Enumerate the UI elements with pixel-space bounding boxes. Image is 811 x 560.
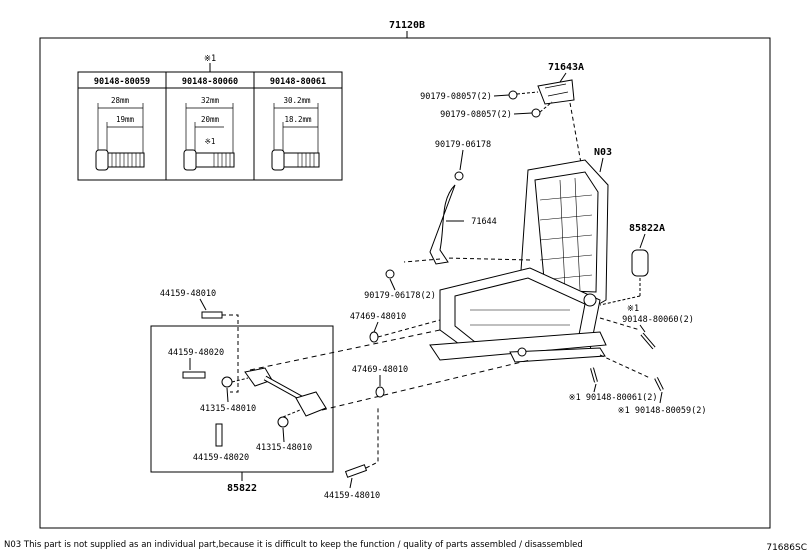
nut-41315-48010-a xyxy=(221,376,233,388)
label-44159-48020-b: 44159-48020 xyxy=(193,453,249,463)
nut-41315-48010-b xyxy=(277,416,289,428)
label-44159-48020-a: 44159-48020 xyxy=(168,348,224,358)
nut-90179-08057-a xyxy=(508,90,518,100)
label-90179-06178-2: 90179-06178(2) xyxy=(364,291,436,301)
label-90179-06178: 90179-06178 xyxy=(435,140,491,150)
label-90148-80060-2: 90148-80060(2) xyxy=(622,315,694,325)
bolt-44159-48010-bottom xyxy=(344,464,368,478)
bolt-90148-80060-drawing: 32mm 20mm ※1 xyxy=(183,96,235,171)
nut-90179-06178 xyxy=(454,171,464,181)
nut-90179-08057-b xyxy=(531,108,541,118)
table-header-90148-80061: 90148-80061 xyxy=(270,77,326,87)
headrest-support-bracket xyxy=(537,79,575,105)
label-90179-08057-b: 90179-08057(2) xyxy=(440,110,512,120)
label-90148-80060-mark: ※1 xyxy=(627,304,639,314)
footnote-N03: N03 This part is not supplied as an indi… xyxy=(4,540,583,550)
label-N03: N03 xyxy=(594,147,612,158)
bolt-44159-48020-a xyxy=(182,371,206,379)
dim-outer-30-2mm: 30.2mm xyxy=(283,96,311,105)
label-90148-80059-2: ※1 90148-80059(2) xyxy=(617,406,706,416)
fastener-spec-table: ※1 90148-80059 90148-80060 90148-80061 2… xyxy=(77,54,343,181)
label-44159-48010-bottom: 44159-48010 xyxy=(324,491,380,501)
motor-subassembly-85822 xyxy=(295,391,327,417)
nut-90179-06178-pair xyxy=(385,269,395,279)
label-47469-48010-b: 47469-48010 xyxy=(352,365,408,375)
label-41315-48010-b: 41315-48010 xyxy=(256,443,312,453)
label-47469-48010-a: 47469-48010 xyxy=(350,312,406,322)
table-header-90148-80059: 90148-80059 xyxy=(94,77,150,87)
dim-inner-20mm: 20mm xyxy=(201,115,220,124)
dim-inner-19mm: 19mm xyxy=(116,115,135,124)
bolt-44159-48020-b xyxy=(215,423,223,447)
dim-inner-18-2mm: 18.2mm xyxy=(284,115,312,124)
label-71643A: 71643A xyxy=(548,62,584,73)
dim-outer-32mm: 32mm xyxy=(201,96,220,105)
label-71644: 71644 xyxy=(471,217,497,227)
label-85822A: 85822A xyxy=(629,223,665,234)
table-header-90148-80060: 90148-80060 xyxy=(182,77,238,87)
label-85822: 85822 xyxy=(227,483,257,494)
label-44159-48010-top: 44159-48010 xyxy=(160,289,216,299)
collar-47469-48010-a xyxy=(369,331,379,343)
table-note-mark: ※1 xyxy=(204,54,216,64)
seat-frame-N03 xyxy=(429,159,609,363)
collar-47469-48010-b xyxy=(375,386,385,398)
figure-number: 71686SC xyxy=(766,543,807,553)
dim-outer-28mm: 28mm xyxy=(111,96,130,105)
label-41315-48010-a: 41315-48010 xyxy=(200,404,256,414)
label-71120B: 71120B xyxy=(389,20,425,31)
label-90148-80061-2: ※1 90148-80061(2) xyxy=(568,393,657,403)
bolt-44159-48010-top xyxy=(201,311,223,319)
assembly-frame xyxy=(39,37,771,529)
bolt-90148-80059-drawing: 28mm 19mm xyxy=(95,96,145,171)
motor-85822A xyxy=(631,249,649,277)
cable-assembly-71644 xyxy=(429,184,456,265)
bolt-90148-80061-drawing: 30.2mm 18.2mm xyxy=(271,96,320,171)
label-90179-08057-a: 90179-08057(2) xyxy=(420,92,492,102)
column-note-mark: ※1 xyxy=(205,137,216,146)
